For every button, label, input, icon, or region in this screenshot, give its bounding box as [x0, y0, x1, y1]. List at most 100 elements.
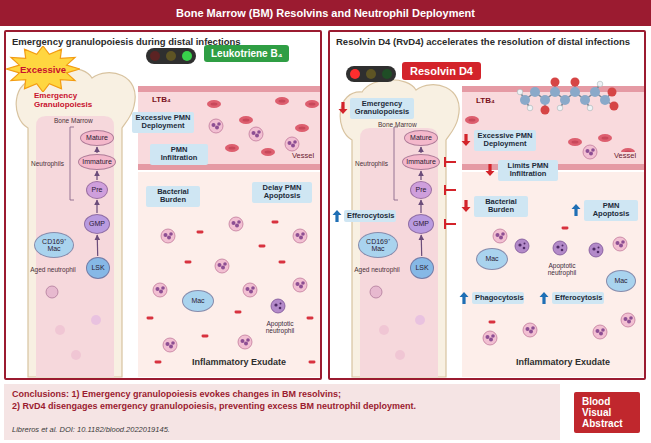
exudate	[197, 231, 204, 234]
molecule	[597, 81, 603, 87]
effect-box: Excessive PMN Deployment	[474, 130, 536, 151]
cell-label: CD169⁺	[366, 238, 390, 245]
effect-box: Excessive PMN Deployment	[132, 112, 194, 133]
cell-node: Immature	[78, 154, 116, 170]
bone	[71, 350, 81, 360]
flow-arrow	[96, 171, 97, 180]
bone-detail	[370, 286, 382, 298]
vessel	[465, 116, 479, 124]
citation-caption: Libreros et al. DOI: 10.1182/blood.20220…	[12, 425, 170, 434]
molecule	[527, 105, 533, 111]
exudate	[238, 335, 252, 349]
exudate	[553, 241, 567, 255]
cell-label: Mac	[191, 297, 204, 304]
box-text: Excessive PMN Deployment	[135, 114, 191, 131]
exudate	[271, 299, 285, 313]
change-arrows	[540, 292, 549, 304]
box-text: Bacterial Burden	[149, 188, 197, 205]
exudate	[562, 227, 569, 230]
molecule	[551, 78, 560, 87]
vessel	[583, 145, 597, 159]
traffic-light	[366, 69, 376, 79]
exudate	[307, 317, 314, 320]
vessel	[462, 92, 644, 164]
cell-label: Aged neutrophil	[354, 266, 400, 273]
box-text: Delay PMN Apoptosis	[255, 184, 309, 201]
exudate	[259, 245, 266, 248]
box-text: Efferocytosis	[555, 294, 601, 302]
change-arrows	[339, 102, 348, 114]
effect-box: Limits PMN Infiltration	[498, 160, 558, 181]
cell-label: Immature	[406, 158, 436, 165]
molecule	[517, 78, 618, 115]
cell-label: Pre	[416, 186, 427, 193]
box-text: Resolvin D4	[410, 65, 473, 77]
exudate	[489, 321, 496, 324]
cell-node: LSK	[86, 257, 110, 279]
molecule	[520, 95, 530, 105]
traffic-light	[346, 66, 396, 82]
exudate	[309, 361, 316, 364]
exudate	[185, 261, 192, 264]
bone	[16, 68, 135, 377]
box-text: PMN Infiltration	[153, 146, 205, 163]
conclusion-text: Conclusions: 1) Emergency granulopoiesis…	[12, 389, 552, 401]
region-label: Bone Marrow	[378, 121, 417, 128]
vessel	[568, 138, 582, 146]
flow-arrow	[96, 147, 97, 153]
cell-node: CD169⁺Mac	[34, 232, 74, 258]
cell-node: Pre	[410, 181, 432, 199]
region-label: Inflammatory Exudate	[514, 358, 612, 368]
exudate	[589, 243, 603, 257]
change-arrows	[460, 292, 469, 304]
bone	[16, 68, 135, 377]
vessel	[462, 86, 644, 170]
exudate	[272, 221, 279, 224]
cell-node: Mature	[80, 130, 114, 146]
panel: Resolvin D4 (RvD4) accelerates the resol…	[328, 30, 646, 380]
vessel	[261, 148, 275, 156]
vessel	[462, 86, 644, 170]
bone	[70, 127, 74, 200]
cell-label: Pre	[92, 186, 103, 193]
group-label: Neutrophils	[355, 160, 388, 167]
effect-box: Bacterial Burden	[146, 186, 200, 207]
burst-badge: Excessive	[6, 46, 80, 92]
cell-label: GMP	[89, 220, 105, 227]
exudate	[215, 259, 229, 273]
exudate	[161, 229, 175, 243]
traffic-light	[350, 69, 360, 79]
bone-detail	[395, 350, 405, 360]
inhibition-bar	[445, 185, 456, 195]
cell-node: Mac	[182, 290, 214, 312]
box-text: Phagocytosis	[475, 294, 521, 302]
conclusion-text: 2) RvD4 disengages emergency granulopoie…	[12, 401, 552, 413]
box-text: Emergency Granulopoiesis	[353, 100, 411, 117]
cell-node: Immature	[402, 154, 440, 170]
box-text: Limits PMN Infiltration	[501, 162, 555, 179]
cell-label: Mac	[485, 255, 498, 262]
cell-label: Mac	[371, 245, 384, 252]
inhibition-bar	[445, 219, 456, 229]
cell-node: Mac	[606, 270, 636, 292]
cell-label: Apoptotic neutrophil	[538, 262, 586, 276]
molecule	[560, 95, 570, 105]
exudate	[483, 331, 497, 345]
bone-detail	[415, 315, 425, 325]
traffic-light	[146, 48, 196, 64]
effect-box: Emergency Granulopoiesis	[350, 98, 414, 119]
exudate	[155, 361, 162, 364]
exudate	[138, 172, 320, 377]
molecule	[540, 95, 550, 105]
badge-text: Blood Visual Abstract	[582, 396, 632, 429]
effect-box: Efferocytosis	[344, 210, 396, 222]
cell-label: LSK	[91, 264, 104, 271]
badge-text: Excessive	[20, 64, 66, 75]
cell-node: Mature	[404, 130, 438, 146]
cell-label: Mac	[614, 277, 627, 284]
molecule	[517, 89, 523, 95]
region-label: Vessel	[612, 152, 638, 160]
traffic-light	[166, 51, 176, 61]
burst-shape	[6, 46, 80, 92]
